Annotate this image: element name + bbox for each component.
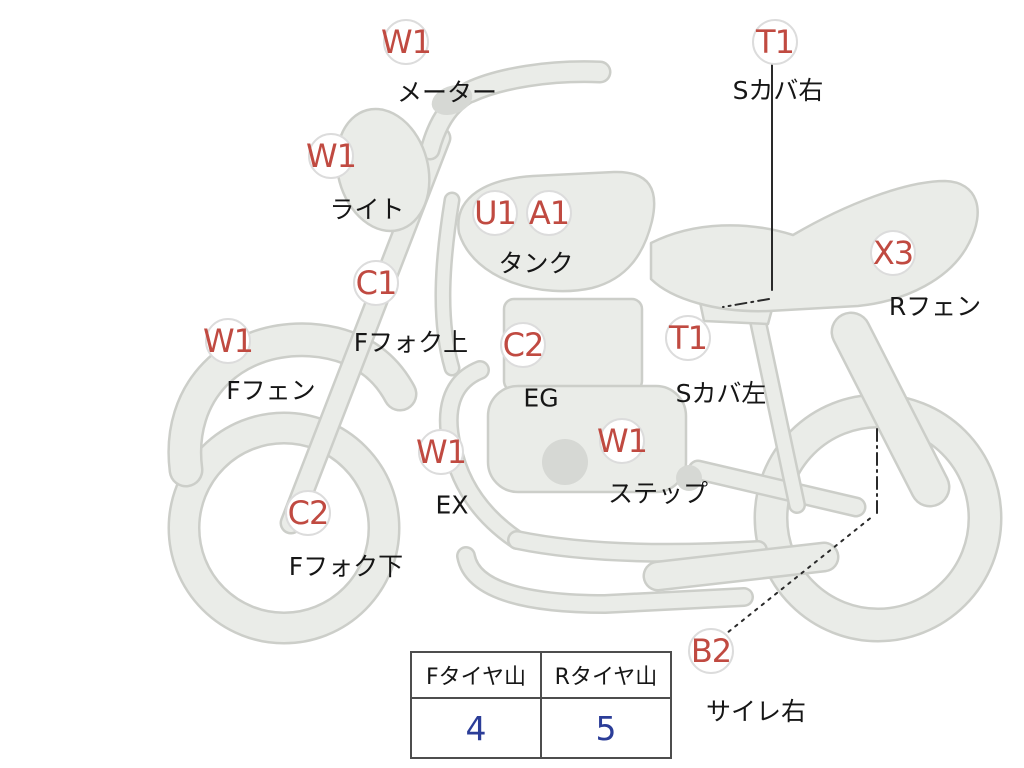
damage-marker-s-cover-right: T1	[752, 19, 798, 65]
damage-code-tank-u1: U1	[474, 194, 517, 232]
damage-code-s-cover-right: T1	[756, 23, 795, 61]
engine-cover	[542, 439, 588, 485]
damage-code-meter: W1	[381, 23, 432, 61]
front-tire-tread-value: 4	[410, 697, 542, 759]
meter-gauge	[431, 85, 473, 115]
damage-marker-light: W1	[306, 133, 357, 179]
damage-code-f-fender: W1	[203, 322, 254, 360]
tire-tread-table: Fタイヤ山 Rタイヤ山 4 5	[410, 651, 672, 759]
footpeg	[676, 465, 702, 491]
damage-marker-engine: C2	[500, 322, 546, 368]
damage-label-meter: メーター	[396, 78, 498, 107]
damage-code-light: W1	[306, 137, 357, 175]
damage-label-s-cover-left: Sカバ左	[675, 379, 767, 408]
damage-label-tank-a1: タンク	[498, 249, 574, 278]
damage-code-engine: C2	[502, 326, 545, 364]
damage-label-r-fender: Rフェン	[888, 292, 982, 321]
damage-code-r-fender: X3	[872, 234, 914, 272]
damage-marker-f-fender: W1	[203, 318, 254, 364]
damage-marker-tank-u1: U1	[472, 190, 518, 236]
damage-label-f-fender: Fフェン	[226, 376, 316, 405]
damage-label-light: ライト	[329, 195, 405, 224]
damage-marker-step: W1	[597, 418, 648, 464]
damage-code-step: W1	[597, 422, 648, 460]
damage-code-tank-a1: A1	[528, 194, 570, 232]
damage-label-silencer-right: サイレ右	[705, 697, 807, 726]
damage-marker-r-fender: X3	[870, 230, 916, 276]
damage-code-f-fork-lower: C2	[287, 494, 330, 532]
damage-code-f-fork-upper: C1	[355, 264, 398, 302]
damage-marker-f-fork-lower: C2	[285, 490, 331, 536]
damage-label-f-fork-lower: Fフォク下	[288, 552, 404, 581]
headlight	[335, 107, 431, 233]
damage-marker-tank-a1: A1	[526, 190, 572, 236]
engine-crankcase	[486, 384, 688, 494]
damage-marker-meter: W1	[381, 19, 432, 65]
leader-lines	[721, 61, 878, 638]
damage-marker-s-cover-left: T1	[665, 315, 711, 361]
damage-marker-exhaust: W1	[416, 429, 467, 475]
damage-code-s-cover-left: T1	[669, 319, 708, 357]
damage-label-engine: EG	[523, 383, 559, 413]
damage-marker-silencer-right: B2	[688, 628, 734, 674]
damage-marker-f-fork-upper: C1	[353, 260, 399, 306]
damage-label-f-fork-upper: Fフォク上	[353, 328, 469, 357]
damage-label-s-cover-right: Sカバ右	[732, 76, 824, 105]
damage-label-step: ステップ	[607, 479, 709, 508]
damage-label-exhaust: EX	[435, 490, 469, 520]
damage-code-silencer-right: B2	[690, 632, 732, 670]
rear-tire-tread-value: 5	[540, 697, 672, 759]
rear-tire-tread-header: Rタイヤ山	[540, 651, 672, 699]
damage-code-exhaust: W1	[416, 433, 467, 471]
front-tire-tread-header: Fタイヤ山	[410, 651, 542, 699]
